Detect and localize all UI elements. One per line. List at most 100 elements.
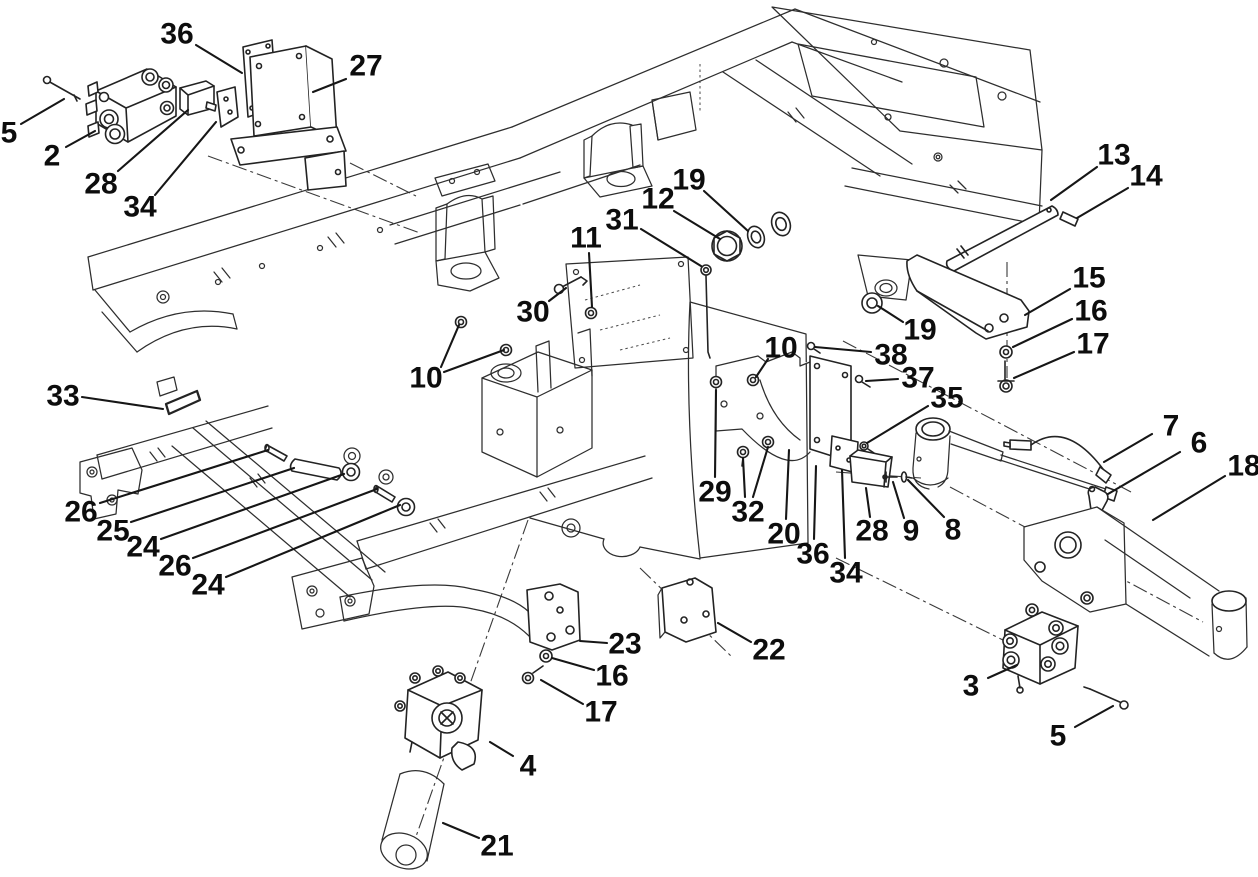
callout-layer: 3627522834333011311219131415161719383735… (1, 18, 1258, 863)
valve-block-3 (1002, 603, 1079, 694)
callout-label-13: 13 (1097, 139, 1130, 172)
callout-leader-35 (865, 404, 930, 445)
callout-leader-38 (813, 345, 873, 354)
callout-label-38: 38 (874, 339, 907, 372)
callout-label-34: 34 (829, 557, 863, 590)
callout-leader-28 (864, 486, 872, 519)
callout-leader-31 (639, 227, 703, 268)
callout-label-7: 7 (1163, 410, 1180, 443)
bolt-30 (553, 276, 588, 295)
bolt-17-bottom (521, 665, 544, 685)
solenoid-28-right (849, 449, 893, 488)
wear-plate-33 (156, 376, 202, 416)
washer-19-right (861, 292, 883, 314)
washer-24-b (396, 497, 416, 517)
washer-24-a (341, 462, 361, 482)
callout-label-4: 4 (520, 750, 537, 783)
callout-label-37: 37 (901, 362, 934, 395)
nut-29 (709, 375, 723, 389)
callout-label-35: 35 (930, 382, 963, 415)
pin-26-a (264, 443, 288, 462)
callout-leader-5 (19, 97, 66, 126)
control-valve-2 (85, 68, 177, 145)
callout-label-14: 14 (1129, 160, 1163, 193)
flange-nuts-32 (736, 435, 775, 467)
pin-9 (882, 471, 898, 483)
stop-bracket-15 (906, 254, 1030, 340)
bolt-5-bottom (1083, 686, 1129, 710)
callout-label-24: 24 (126, 531, 160, 564)
washer-pin-8 (900, 471, 913, 483)
callout-leader-33 (80, 395, 165, 411)
mounting-bracket-27 (230, 45, 347, 191)
callout-leader-37 (864, 377, 900, 383)
callout-leader-29 (713, 388, 718, 479)
callout-leader-34 (840, 468, 847, 560)
callout-label-5: 5 (1050, 720, 1067, 753)
callout-label-8: 8 (945, 514, 962, 547)
nut-11 (584, 306, 598, 320)
callout-label-3: 3 (963, 670, 980, 703)
callout-label-34: 34 (123, 191, 157, 224)
callout-leader-3 (986, 663, 1019, 680)
valve-block-4 (394, 665, 483, 771)
pivot-tube-lever (912, 417, 1118, 502)
callout-leader-25 (129, 466, 296, 524)
callout-label-10: 10 (409, 362, 442, 395)
callout-leader-4 (488, 740, 515, 758)
breather-6 (1087, 485, 1109, 530)
callout-label-18: 18 (1227, 450, 1258, 483)
nut-12 (711, 230, 743, 262)
callout-label-26: 26 (158, 550, 191, 583)
callout-leader-32 (741, 456, 747, 499)
callout-leader-10 (754, 357, 770, 379)
callout-label-31: 31 (605, 204, 638, 237)
pin-14 (1059, 211, 1079, 227)
callout-leader-27 (311, 77, 348, 94)
callout-label-28: 28 (84, 168, 117, 201)
callout-label-28: 28 (855, 515, 888, 548)
bolt-17-top (997, 360, 1015, 393)
callout-leader-11 (587, 251, 594, 309)
callout-label-12: 12 (641, 183, 674, 216)
bolt-5-top (42, 75, 81, 102)
callout-label-24: 24 (191, 569, 225, 602)
callout-leader-20 (784, 448, 791, 521)
callout-leader-7 (1102, 432, 1154, 464)
callout-label-16: 16 (1074, 295, 1107, 328)
callout-leader-10 (442, 348, 506, 374)
solenoid-28-top (179, 80, 217, 116)
washer-16-top (999, 345, 1013, 359)
callout-leader-16 (550, 656, 596, 672)
callout-label-20: 20 (767, 518, 800, 551)
callout-label-19: 19 (672, 164, 705, 197)
gasket-34-top (216, 86, 239, 128)
callout-leader-10 (439, 323, 461, 369)
callout-leader-24 (159, 472, 346, 541)
callout-leader-23 (578, 639, 609, 645)
callout-leader-9 (891, 480, 906, 520)
callout-label-17: 17 (584, 696, 617, 729)
callout-leader-17 (1012, 350, 1076, 380)
mount-plate-23 (526, 583, 581, 651)
screw-38 (806, 341, 821, 354)
callout-label-22: 22 (752, 634, 785, 667)
callout-leader-18 (1151, 474, 1227, 522)
callout-label-15: 15 (1072, 262, 1105, 295)
callout-leader-17 (539, 678, 585, 706)
callout-label-27: 27 (349, 50, 382, 83)
callout-label-36: 36 (160, 18, 193, 51)
washers-19-top (746, 211, 792, 249)
callout-leader-36 (194, 43, 244, 75)
callout-leader-30 (547, 286, 568, 303)
callout-label-29: 29 (698, 476, 731, 509)
flange-nuts-10 (454, 315, 760, 387)
cable-7 (1003, 435, 1112, 484)
callout-label-17: 17 (1076, 328, 1109, 361)
callout-leader-15 (1023, 287, 1072, 317)
spacer-25 (289, 458, 342, 481)
callout-leader-32 (751, 445, 770, 499)
callout-leader-24 (224, 503, 402, 579)
